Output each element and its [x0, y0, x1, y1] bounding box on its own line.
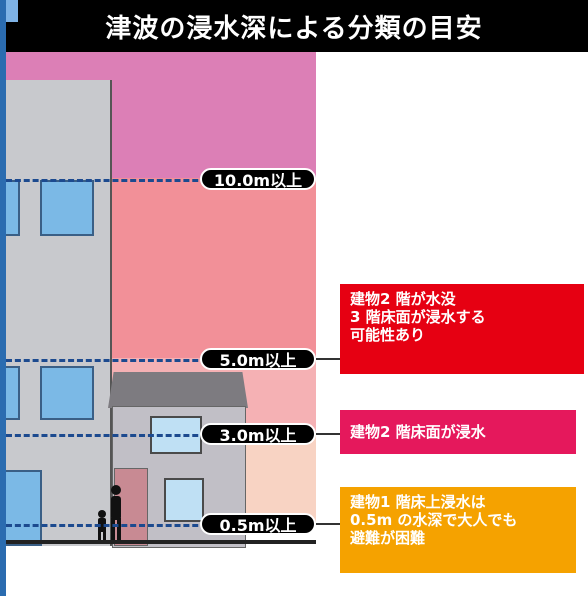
house-window — [164, 478, 204, 522]
connector-0.5m — [316, 523, 340, 525]
people-silhouette-icon — [98, 485, 121, 544]
ground-line — [6, 540, 316, 544]
note-0.5m-line: 建物1 階床上浸水は — [350, 493, 486, 511]
note-0.5m-line: 避難が困難 — [350, 529, 426, 547]
note-5m: 建物2 階が水没 3 階床面が浸水する 可能性あり — [340, 284, 584, 374]
level-label-3m: 3.0m以上 — [200, 423, 316, 445]
note-3m-line: 建物2 階床面が浸水 — [350, 423, 486, 441]
level-line-10m — [6, 179, 216, 182]
level-line-3m — [6, 434, 216, 437]
note-5m-line: 可能性あり — [350, 326, 426, 344]
house-roof — [108, 372, 248, 408]
left-frame-border — [0, 0, 6, 596]
note-5m-line: 3 階床面が浸水する — [350, 308, 486, 326]
level-line-5m — [6, 359, 216, 362]
connector-5m — [316, 358, 340, 360]
level-label-10m: 10.0m以上 — [200, 168, 316, 190]
note-3m: 建物2 階床面が浸水 — [340, 410, 576, 454]
level-label-5m: 5.0m以上 — [200, 348, 316, 370]
note-0.5m: 建物1 階床上浸水は 0.5m の水深で大人でも 避難が困難 — [340, 487, 576, 573]
diagram-title: 津波の浸水深による分類の目安 — [105, 13, 483, 44]
connector-3m — [316, 433, 340, 435]
level-label-0.5m: 0.5m以上 — [200, 513, 316, 535]
tall-building — [4, 80, 112, 546]
level-line-0.5m — [6, 524, 216, 527]
building-window — [4, 366, 20, 420]
title-bar: 津波の浸水深による分類の目安 — [0, 0, 588, 52]
building-window — [40, 180, 94, 236]
note-0.5m-line: 0.5m の水深で大人でも — [350, 511, 518, 529]
building-window — [4, 180, 20, 236]
building-window — [40, 366, 94, 420]
building-window — [4, 470, 42, 546]
note-5m-line: 建物2 階が水没 — [350, 290, 456, 308]
